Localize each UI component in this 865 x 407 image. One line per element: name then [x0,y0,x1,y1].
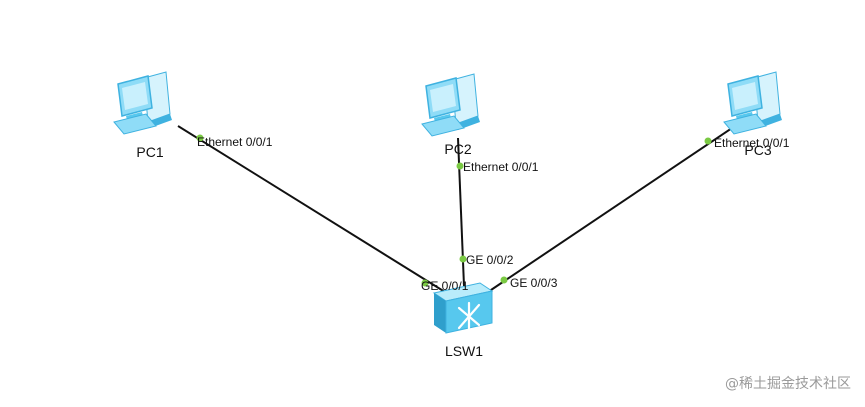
pc2-label: PC2 [444,141,471,157]
watermark: @稀土掘金技术社区 [725,376,851,392]
port-label-pc3: Ethernet 0/0/1 [714,136,790,150]
pc2-node[interactable]: PC2 [421,73,481,157]
port-dot-pc1 [196,134,204,142]
port-label-pc2: Ethernet 0/0/1 [463,160,539,174]
port-dot-pc3 [704,137,712,145]
pc3-label: PC3 [744,142,771,158]
port-dot-lsw1-ge2 [459,255,467,263]
port-label-lsw1-ge2: GE 0/0/2 [466,253,514,267]
port-label-lsw1-ge3: GE 0/0/3 [510,276,558,290]
pc1-node[interactable]: PC1 [113,71,173,160]
link-pc3-lsw1 [487,123,739,293]
lsw1-node[interactable]: LSW1 [432,281,494,359]
port-label-lsw1-ge1: GE 0/0/1 [421,279,469,293]
pc-icon [723,71,783,135]
port-dot-pc2 [456,162,464,170]
pc-icon [113,71,173,135]
pc-icon [421,73,481,137]
pc1-label: PC1 [136,144,163,160]
port-dot-lsw1-ge1 [421,279,429,287]
pc3-node[interactable]: PC3 [723,71,783,158]
port-label-pc1: Ethernet 0/0/1 [197,135,273,149]
lsw1-label: LSW1 [445,343,483,359]
link-pc1-lsw1 [177,125,446,293]
port-dot-lsw1-ge3 [500,276,508,284]
